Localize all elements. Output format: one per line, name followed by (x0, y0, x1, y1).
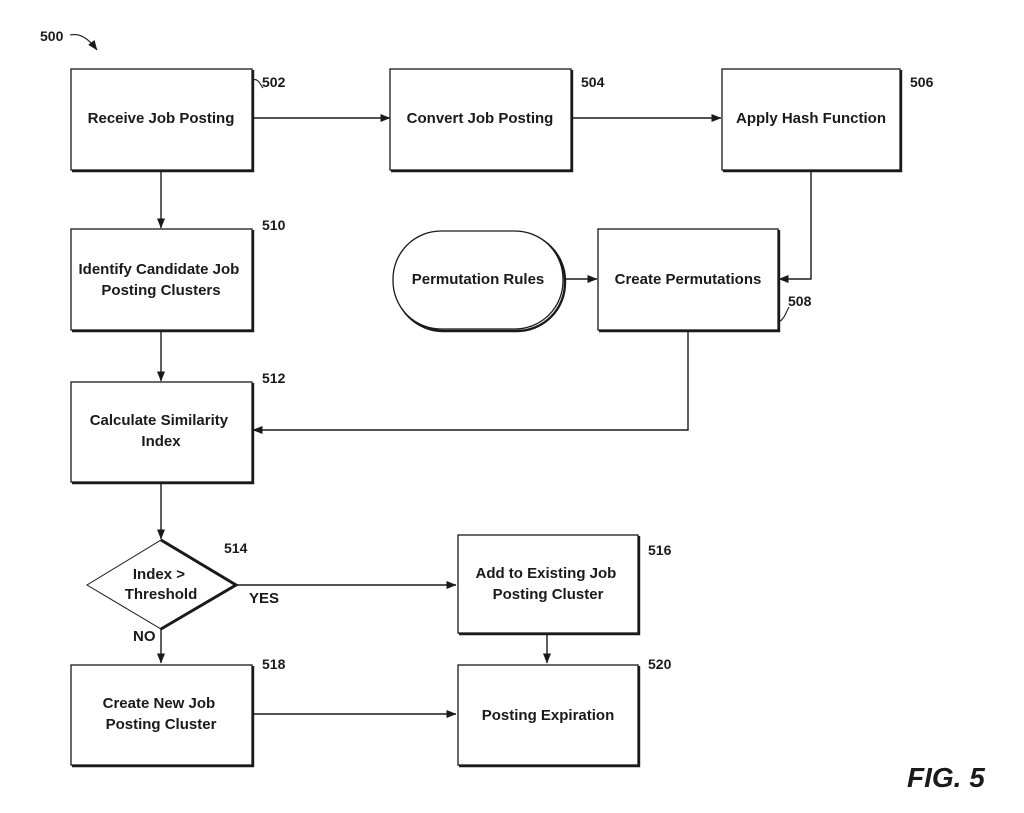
ref-516: 516 (648, 542, 672, 558)
node-convert-label: Convert Job Posting (407, 110, 554, 127)
node-add-existing-label: Add to Existing Job Posting Cluster (475, 565, 620, 603)
node-rules-label: Permutation Rules (412, 271, 545, 288)
edges (157, 114, 812, 718)
ref-506: 506 (910, 74, 934, 90)
ref-520: 520 (648, 656, 672, 672)
node-expiration-label: Posting Expiration (482, 707, 615, 724)
edge-hash-to-permutations (778, 170, 812, 283)
node-identify-candidates: Identify Candidate Job Posting Clusters … (70, 217, 286, 333)
node-create-permutations: Create Permutations 508 (597, 228, 812, 333)
edge-label-no: NO (133, 628, 156, 645)
figure-ref-arrow (69, 34, 98, 51)
figure-ref-number: 500 (40, 28, 64, 44)
node-create-new-label: Create New Job Posting Cluster (103, 695, 220, 733)
ref-508: 508 (788, 293, 812, 309)
ref-514: 514 (224, 540, 248, 556)
node-decision-label: Index > Threshold (125, 566, 198, 603)
node-similarity-label: Calculate Similarity Index (90, 412, 233, 450)
node-candidates-label: Identify Candidate Job Posting Clusters (78, 261, 243, 299)
node-create-new-cluster: Create New Job Posting Cluster 518 (70, 656, 286, 768)
ref-504: 504 (581, 74, 605, 90)
node-convert-job-posting: Convert Job Posting 504 (389, 68, 605, 173)
node-permutation-rules: Permutation Rules (392, 230, 567, 333)
node-calculate-similarity: Calculate Similarity Index 512 (70, 370, 286, 485)
node-permutations-label: Create Permutations (615, 271, 762, 288)
edge-permutations-to-similarity (252, 330, 689, 434)
node-receive-label: Receive Job Posting (88, 110, 235, 127)
node-receive-job-posting: Receive Job Posting 502 (70, 68, 286, 173)
node-decision-threshold: Index > Threshold 514 (86, 538, 248, 631)
node-add-to-existing: Add to Existing Job Posting Cluster 516 (457, 534, 672, 636)
node-posting-expiration: Posting Expiration 520 (457, 656, 672, 768)
figure-ref: 500 (40, 28, 98, 51)
ref-518: 518 (262, 656, 286, 672)
node-hash-label: Apply Hash Function (736, 110, 886, 127)
ref-502: 502 (262, 74, 286, 90)
figure-label: FIG. 5 (907, 762, 985, 793)
node-apply-hash-function: Apply Hash Function 506 (721, 68, 934, 173)
edge-label-yes: YES (249, 590, 279, 607)
ref-512: 512 (262, 370, 286, 386)
ref-510: 510 (262, 217, 286, 233)
